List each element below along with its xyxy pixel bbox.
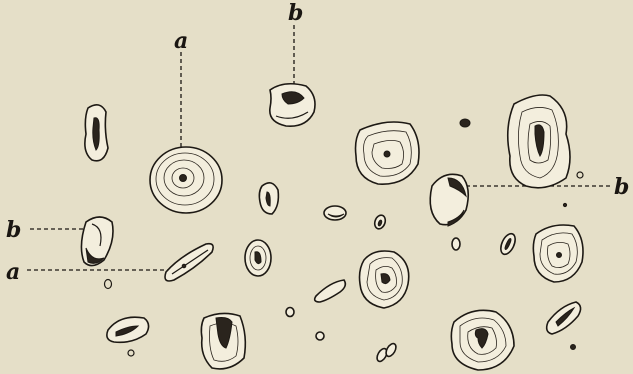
grain-shell-top-right [508, 95, 570, 188]
label-a-left: a [6, 259, 20, 285]
grain-b-left-oval [81, 217, 113, 266]
grain-flat-lower-left [107, 317, 149, 342]
grain-shell-lower-left [201, 313, 245, 368]
grain-shell-lower-right [451, 310, 514, 370]
dot-lower-center-2 [316, 332, 324, 340]
grain-b-right-kidney [430, 174, 468, 226]
dot-lower-left [105, 280, 112, 289]
label-b-right: b [614, 174, 629, 200]
grain-concentric-top-middle [356, 122, 420, 184]
grain-concentric-right [533, 225, 583, 282]
dot-bottom-left [128, 350, 134, 356]
grain-concentric-middle [360, 251, 409, 308]
grain-elongated-top-left [85, 105, 108, 161]
grain-small-oval-right-1 [452, 238, 460, 250]
dot-bottom-right [571, 345, 576, 350]
dot-lower-center-1 [286, 308, 294, 317]
grain-double-lower [375, 342, 398, 363]
dot-right-small [563, 203, 566, 206]
grain-a-elongated-diagonal [165, 244, 213, 281]
grain-upright-oval-center [245, 240, 271, 276]
dot-right-edge [577, 172, 583, 178]
label-b-top: b [288, 0, 303, 26]
grain-elongated-lower-middle [315, 280, 346, 302]
label-a-top: a [174, 28, 188, 54]
grain-small-oval-right-2 [498, 231, 518, 256]
grain-small-upright-center [259, 183, 278, 214]
grain-b-top-kidney [270, 84, 315, 126]
grain-tiny-middle [373, 214, 387, 231]
dot-upper-right [460, 119, 470, 127]
grain-small-pebble-center [324, 206, 346, 220]
label-b-left: b [6, 217, 21, 243]
grain-elongated-lower-right [547, 302, 581, 334]
grain-a-concentric-round [150, 147, 222, 213]
